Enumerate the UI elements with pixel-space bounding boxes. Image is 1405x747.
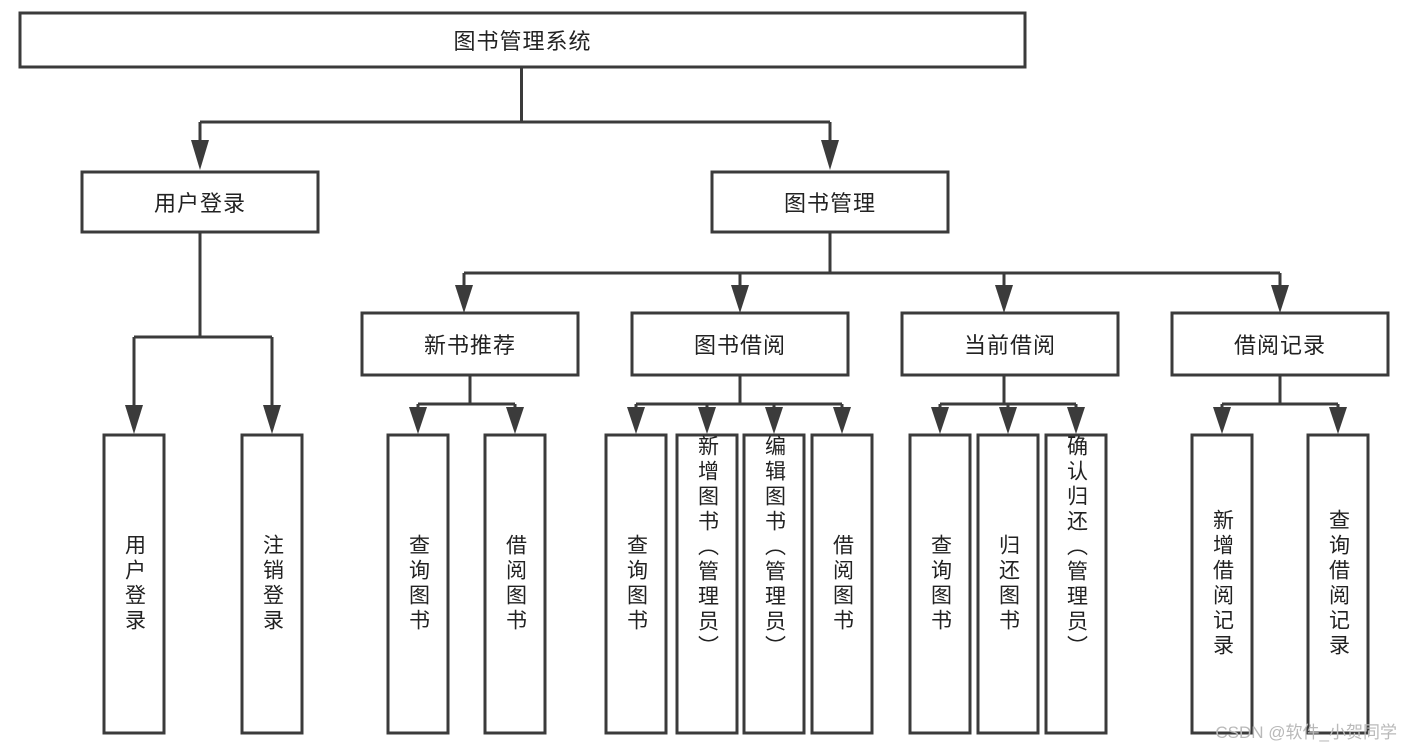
node-box-leaf-add-book[interactable] xyxy=(675,433,739,735)
node-box-leaf-query-book-1[interactable] xyxy=(386,433,450,735)
node-box-leaf-edit-book[interactable] xyxy=(742,433,806,735)
arrow-bm-to-new-book-rec xyxy=(455,285,473,313)
arrow-bm-to-book-borrow xyxy=(731,285,749,313)
arrow-cb-to-leaf2 xyxy=(999,407,1017,434)
arrow-ul-to-leaf2 xyxy=(263,405,281,434)
arrow-bm-to-current-borrow xyxy=(995,285,1013,313)
arrow-br-to-leaf1 xyxy=(1213,407,1231,434)
arrow-root-to-user-login xyxy=(191,140,209,170)
arrow-br-to-leaf2 xyxy=(1329,407,1347,434)
node-box-leaf-user-logout[interactable] xyxy=(240,433,304,735)
node-box-user-login[interactable] xyxy=(80,170,320,234)
connector-group-book-borrow xyxy=(627,375,851,434)
arrow-bb-to-leaf1 xyxy=(627,407,645,434)
connector-group-current-borrow xyxy=(931,375,1085,434)
node-box-root[interactable] xyxy=(18,11,1027,69)
node-box-new-book-rec[interactable] xyxy=(360,311,580,377)
arrow-bb-to-leaf4 xyxy=(833,407,851,434)
node-box-leaf-borrow-book-2[interactable] xyxy=(810,433,874,735)
arrow-nbr-to-leaf1 xyxy=(409,407,427,434)
arrow-nbr-to-leaf2 xyxy=(506,407,524,434)
node-box-leaf-query-book-3[interactable] xyxy=(908,433,972,735)
connector-group-user-login xyxy=(125,232,281,434)
connector-group-book-manage xyxy=(455,232,1289,313)
connector-group-root xyxy=(191,67,839,170)
node-box-leaf-return-book[interactable] xyxy=(976,433,1040,735)
node-box-leaf-query-book-2[interactable] xyxy=(604,433,668,735)
node-box-current-borrow[interactable] xyxy=(900,311,1120,377)
arrow-cb-to-leaf1 xyxy=(931,407,949,434)
node-box-leaf-confirm-return[interactable] xyxy=(1044,433,1108,735)
arrow-bm-to-borrow-record xyxy=(1271,285,1289,313)
node-box-borrow-record[interactable] xyxy=(1170,311,1390,377)
arrow-root-to-book-manage xyxy=(821,140,839,170)
node-box-leaf-user-login[interactable] xyxy=(102,433,166,735)
node-box-leaf-add-record[interactable] xyxy=(1190,433,1254,735)
node-box-book-borrow[interactable] xyxy=(630,311,850,377)
node-box-book-manage[interactable] xyxy=(710,170,950,234)
node-box-leaf-query-record[interactable] xyxy=(1306,433,1370,735)
node-box-leaf-borrow-book-1[interactable] xyxy=(483,433,547,735)
arrow-bb-to-leaf2 xyxy=(698,407,716,434)
arrow-ul-to-leaf1 xyxy=(125,405,143,434)
connector-group-borrow-record xyxy=(1213,375,1347,434)
arrow-cb-to-leaf3 xyxy=(1067,407,1085,434)
arrow-bb-to-leaf3 xyxy=(765,407,783,434)
connector-group-new-book-rec xyxy=(409,375,524,434)
